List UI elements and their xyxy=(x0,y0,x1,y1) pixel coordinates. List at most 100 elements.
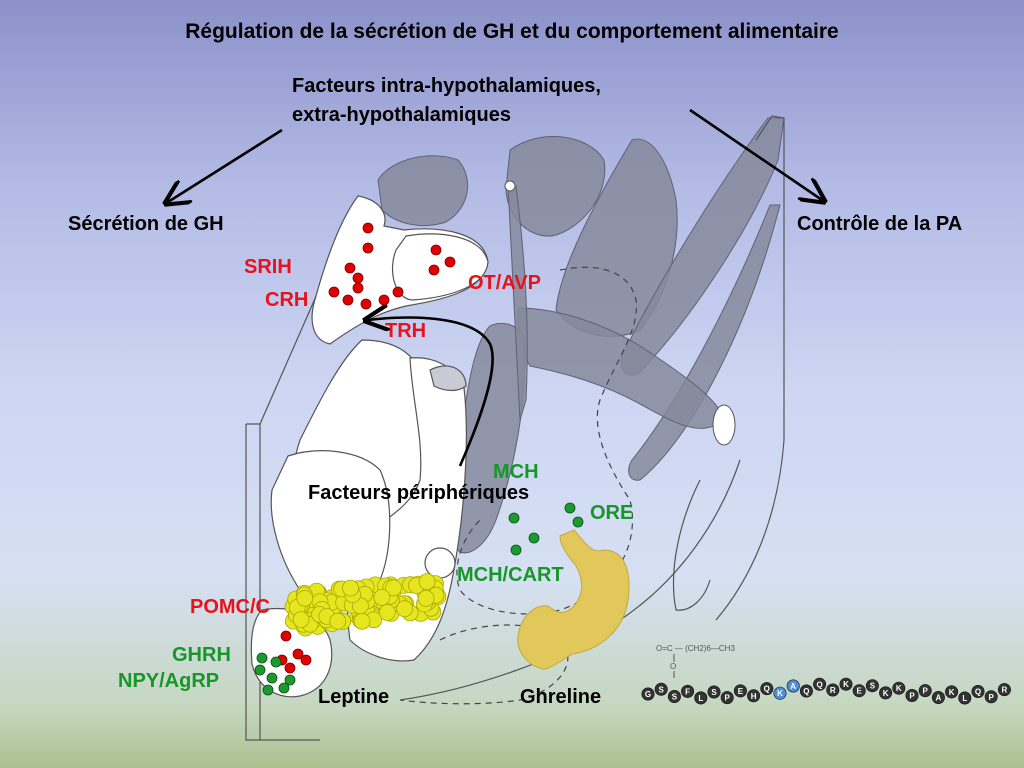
top-stalk-knob xyxy=(504,180,516,192)
red-dot xyxy=(352,272,364,284)
pa-control-label: Contrôle de la PA xyxy=(797,213,963,235)
green-dot xyxy=(508,512,520,524)
right-white-oval xyxy=(712,404,736,446)
amino-acid-residue xyxy=(958,691,972,705)
amino-acid-residue xyxy=(971,684,985,698)
amino-acid-residue xyxy=(984,690,998,704)
green-dot xyxy=(284,674,296,686)
brain-background xyxy=(377,117,785,554)
red-dot xyxy=(444,256,456,268)
red-dot xyxy=(362,222,374,234)
fat-cell xyxy=(418,573,436,590)
amino-acid-letter: E xyxy=(738,687,744,696)
page-title: Régulation de la sécrétion de GH et du c… xyxy=(185,20,839,43)
amino-acid-residue xyxy=(667,689,681,703)
red-dot xyxy=(392,286,404,298)
amino-acid-residue xyxy=(773,686,787,700)
amino-acid-residue xyxy=(813,677,827,691)
amino-acid-letter: E xyxy=(857,687,863,696)
factors-label: Facteurs intra-hypothalamiques, extra-hy… xyxy=(292,72,601,130)
amino-acid-residue xyxy=(654,682,668,696)
amino-acid-residue xyxy=(799,684,813,698)
fat-cell xyxy=(342,579,359,597)
amino-acid-residue xyxy=(918,684,932,698)
fat-cell xyxy=(396,600,414,618)
trh-label: TRH xyxy=(385,320,427,342)
amino-acid-letter: K xyxy=(949,688,955,697)
amino-acid-residue xyxy=(879,686,893,700)
red-dot xyxy=(284,662,296,674)
green-dot xyxy=(528,532,540,544)
green-dot xyxy=(256,652,268,664)
red-dot xyxy=(280,630,292,642)
green-neuron-dots xyxy=(254,502,584,696)
fat-cell xyxy=(417,590,435,607)
ghreline-label: Ghreline xyxy=(520,686,602,708)
amino-acid-residue xyxy=(826,683,840,697)
amino-acid-letter: K xyxy=(896,684,902,693)
amino-acid-letter: S xyxy=(870,682,876,691)
amino-acid-letter: P xyxy=(923,687,929,696)
pomc-label: POMC/C xyxy=(190,596,270,618)
median-eminence-knob xyxy=(424,547,456,579)
red-dot xyxy=(362,242,374,254)
amino-acid-letter: K xyxy=(777,689,783,698)
amino-acid-letter: S xyxy=(672,693,678,702)
amino-acid-residue xyxy=(839,677,853,691)
gh-secretion-label: Sécrétion de GH xyxy=(68,213,224,235)
peripheral-factors-label: Facteurs périphériques xyxy=(308,482,530,504)
arrow-to-pa xyxy=(689,108,822,200)
stomach-shape xyxy=(517,529,630,670)
ore-label: ORE xyxy=(590,502,634,524)
green-dot xyxy=(266,672,278,684)
amino-acid-residue xyxy=(931,690,945,704)
amino-acid-letter: P xyxy=(909,692,915,701)
amino-acid-residue xyxy=(892,681,906,695)
amino-acid-letter: K xyxy=(843,680,849,689)
amino-acid-residue xyxy=(720,691,734,705)
red-neuron-dots xyxy=(276,222,456,674)
red-dot xyxy=(292,648,304,660)
green-dot xyxy=(278,682,290,694)
red-dot xyxy=(430,244,442,256)
mch-cart-label: MCH/CART xyxy=(457,564,564,586)
amino-acid-letter: Q xyxy=(975,688,981,697)
amino-acid-residue xyxy=(997,683,1011,697)
mch-label: MCH xyxy=(493,461,539,483)
amino-acid-letter: S xyxy=(711,688,717,697)
amino-acid-letter: Q xyxy=(764,685,770,694)
amino-acid-residue xyxy=(733,684,747,698)
green-dot xyxy=(270,656,282,668)
leptine-label: Leptine xyxy=(318,686,390,708)
oxygen-label: O xyxy=(670,662,676,671)
amino-acid-letter: Q xyxy=(816,680,822,689)
ghrh-label: GHRH xyxy=(172,644,231,666)
fat-cell xyxy=(378,604,396,621)
red-dot xyxy=(428,264,440,276)
amino-acid-letter: H xyxy=(751,692,757,701)
amino-acid-letter: L xyxy=(962,694,967,703)
fat-cell xyxy=(296,589,314,607)
factors-line-2: extra-hypothalamiques xyxy=(292,104,511,126)
amino-acid-letter: K xyxy=(883,689,889,698)
amino-acid-residue xyxy=(747,689,761,703)
red-dot xyxy=(342,294,354,306)
red-dot xyxy=(352,282,364,294)
amino-acid-letter: G xyxy=(645,690,651,699)
amino-acid-residue xyxy=(945,685,959,699)
red-dot xyxy=(328,286,340,298)
amino-acid-residue xyxy=(852,684,866,698)
amino-acid-residue xyxy=(694,691,708,705)
amino-acid-residue xyxy=(641,687,655,701)
srih-label: SRIH xyxy=(244,256,292,278)
red-dot xyxy=(378,294,390,306)
amino-acid-letter: R xyxy=(830,686,836,695)
adipose-cluster xyxy=(284,573,447,637)
arrow-peripheral-up xyxy=(368,318,494,467)
crh-label: CRH xyxy=(265,289,309,311)
green-dot xyxy=(564,502,576,514)
green-dot xyxy=(510,544,522,556)
octanoyl-label: O=C — (CH2)6—CH3 xyxy=(656,644,735,653)
red-dot xyxy=(300,654,312,666)
